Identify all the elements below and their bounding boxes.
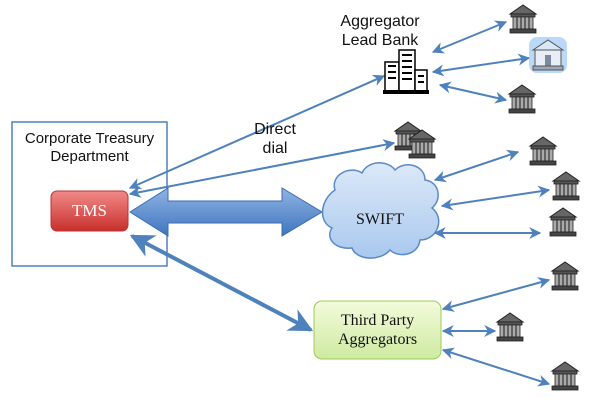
- aggregator-label-line2: Lead Bank: [341, 32, 419, 50]
- bank-icon: [496, 312, 524, 342]
- third-party-line2: Aggregators: [337, 331, 418, 349]
- bank-icon: [551, 261, 579, 291]
- bank-icon: [529, 136, 557, 166]
- arrow-tms-swift: [129, 187, 323, 237]
- corporate-treasury-label: Corporate Treasury Department: [12, 130, 167, 166]
- arrow-tms-thirdparty: [129, 234, 314, 332]
- third-party-box[interactable]: [313, 300, 442, 360]
- corporate-label-line1: Corporate Treasury: [24, 130, 155, 147]
- arrow-agg-bank1: [431, 20, 508, 54]
- bank-icon: [508, 84, 536, 114]
- arrow-tp-bank1: [441, 277, 551, 312]
- arrow-swift-bank2: [440, 185, 551, 211]
- bank-icon: [551, 361, 579, 391]
- arrow-swift-bank1: [433, 149, 520, 183]
- corporate-label-line2: Department: [50, 148, 129, 165]
- direct-dial-line2: dial: [262, 140, 288, 158]
- tms-label: TMS: [72, 201, 107, 220]
- arrow-agg-bank2: [431, 53, 531, 77]
- arrow-tms-direct: [128, 139, 396, 198]
- bank-icon: [552, 171, 580, 201]
- direct-dial-line1: Direct: [254, 121, 296, 138]
- arrow-tp-bank3: [441, 347, 551, 387]
- third-party-label: Third Party Aggregators: [314, 311, 441, 349]
- direct-dial-label: Direct dial: [240, 120, 310, 158]
- third-party-line1: Third Party: [340, 312, 415, 329]
- bank-icon: [509, 4, 537, 34]
- office-building-icon: [383, 49, 429, 94]
- aggregator-label-line1: Aggregator: [340, 13, 420, 30]
- swift-label: SWIFT: [356, 211, 404, 228]
- aggregator-lead-label: Aggregator Lead Bank: [330, 12, 430, 50]
- highlighted-bank-icon: [529, 37, 567, 73]
- arrow-agg-bank3: [438, 81, 508, 104]
- tms-box[interactable]: [50, 190, 129, 232]
- bank-icon: [549, 207, 577, 237]
